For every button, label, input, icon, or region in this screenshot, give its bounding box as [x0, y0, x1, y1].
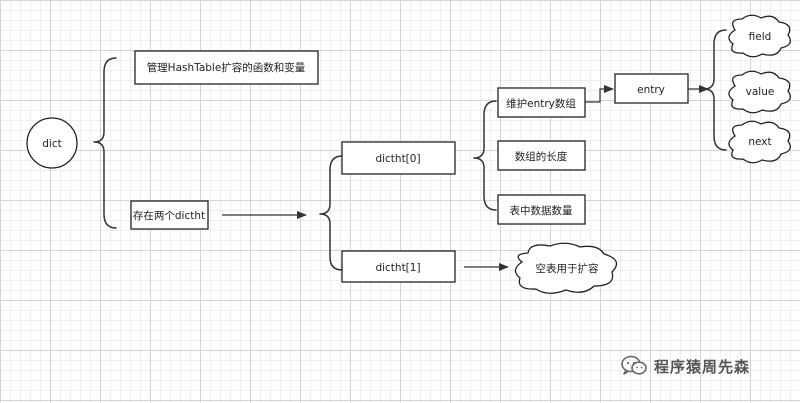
value-label: value	[746, 86, 775, 98]
watermark-text: 程序猿周先森	[654, 357, 751, 376]
field-cloud-node[interactable]: field	[728, 14, 791, 58]
two-dictht-label: 存在两个dictht	[133, 209, 205, 222]
hashtable-funcs-node[interactable]: 管理HashTable扩容的函数和变量	[134, 50, 319, 85]
value-cloud-node[interactable]: value	[728, 70, 791, 114]
dict-brace	[93, 57, 117, 229]
dict-node[interactable]: dict	[26, 117, 78, 169]
entry-node[interactable]: entry	[614, 73, 689, 104]
dictht-brace	[319, 155, 343, 271]
table-count-node[interactable]: 表中数据数量	[497, 194, 586, 225]
maintain-entry-connector	[585, 85, 614, 103]
hashtable-funcs-label: 管理HashTable扩容的函数和变量	[147, 61, 306, 74]
dictht1-label: dictht[1]	[375, 262, 420, 274]
dictht0-label: dictht[0]	[375, 153, 420, 165]
next-cloud-node[interactable]: next	[728, 120, 791, 164]
dictht0-node[interactable]: dictht[0]	[341, 141, 456, 175]
empty-table-label: 空表用于扩容	[536, 262, 599, 275]
wechat-icon	[621, 355, 647, 375]
array-length-node[interactable]: 数组的长度	[497, 140, 586, 171]
array-length-label: 数组的长度	[515, 150, 568, 163]
watermark: 程序猿周先森	[620, 354, 750, 378]
next-label: next	[748, 136, 771, 148]
two-dictht-node[interactable]: 存在两个dictht	[130, 200, 209, 230]
dict-label: dict	[42, 138, 61, 150]
empty-table-cloud-node[interactable]: 空表用于扩容	[514, 242, 618, 294]
maintain-entry-node[interactable]: 维护entry数组	[497, 87, 586, 118]
table-count-label: 表中数据数量	[510, 204, 573, 217]
entry-brace	[703, 29, 727, 151]
maintain-entry-label: 维护entry数组	[506, 97, 576, 110]
entry-label: entry	[637, 84, 665, 96]
dictht0-brace	[473, 100, 497, 211]
field-label: field	[749, 31, 772, 43]
dictht1-node[interactable]: dictht[1]	[341, 250, 456, 283]
